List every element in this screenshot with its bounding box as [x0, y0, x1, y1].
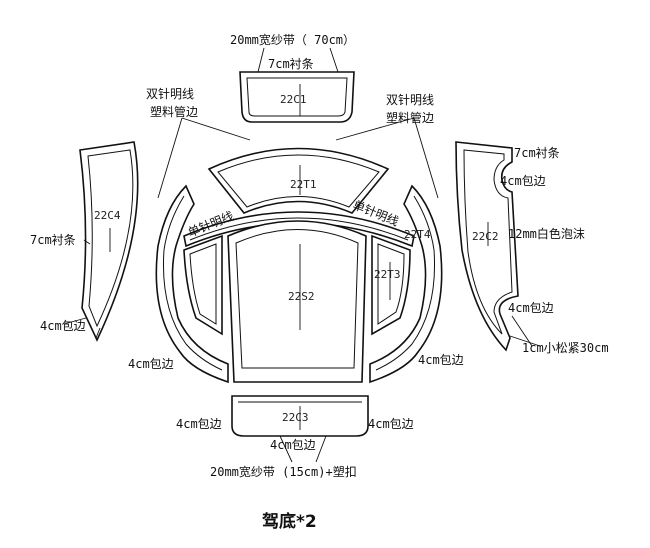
code-22t3: 22T3	[374, 268, 401, 281]
code-22c3: 22C3	[282, 411, 309, 424]
piece-22t4	[369, 184, 443, 384]
label-right-lining: 7cm衬条	[514, 146, 560, 160]
code-22c2: 22C2	[472, 230, 499, 243]
code-22s2: 22S2	[288, 290, 315, 303]
leader-lines	[63, 117, 541, 463]
label-plastic-piping-left: 塑料管边	[150, 104, 198, 119]
piece-left-side	[155, 184, 229, 384]
label-bottom-ribbon: 20mm宽纱带 (15cm)+塑扣	[210, 464, 357, 479]
label-left-inner-wrap: 4cm包边	[128, 357, 174, 371]
piece-22t3	[371, 234, 411, 336]
label-right-inner-wrap: 4cm包边	[418, 353, 464, 367]
label-right-foam: 12mm白色泡沫	[508, 226, 585, 241]
upper-band	[183, 211, 415, 248]
label-left-wrap: 4cm包边	[40, 319, 86, 333]
piece-22s2	[227, 220, 367, 383]
label-top-ribbon: 20mm宽纱带（ 70cm）	[230, 32, 355, 47]
label-bottom-wrap-center: 4cm包边	[270, 438, 316, 452]
label-bottom-wrap-left: 4cm包边	[176, 417, 222, 431]
label-right-wrap-upper: 4cm包边	[500, 174, 546, 188]
piece-22c1	[239, 47, 355, 123]
piece-22c2	[455, 141, 519, 352]
label-double-stitch-left: 双针明线	[146, 86, 194, 101]
label-left-lining: 7cm衬条	[30, 233, 76, 247]
code-22t4: 22T4	[404, 228, 431, 241]
piece-22t1	[207, 147, 390, 214]
piece-22c3	[231, 395, 369, 437]
label-top-lining: 7cm衬条	[268, 57, 314, 71]
label-double-stitch-right: 双针明线	[386, 92, 434, 107]
label-plastic-piping-right: 塑料管边	[386, 110, 434, 125]
piece-22c4	[79, 141, 139, 342]
diagram-title: 驾底*2	[262, 511, 317, 532]
label-bottom-wrap-right: 4cm包边	[368, 417, 414, 431]
code-22c1: 22C1	[280, 93, 307, 106]
label-right-elastic: 1cm小松紧30cm	[522, 341, 609, 355]
code-22c4: 22C4	[94, 209, 121, 222]
label-right-wrap-lower: 4cm包边	[508, 301, 554, 315]
code-22t1: 22T1	[290, 178, 317, 191]
